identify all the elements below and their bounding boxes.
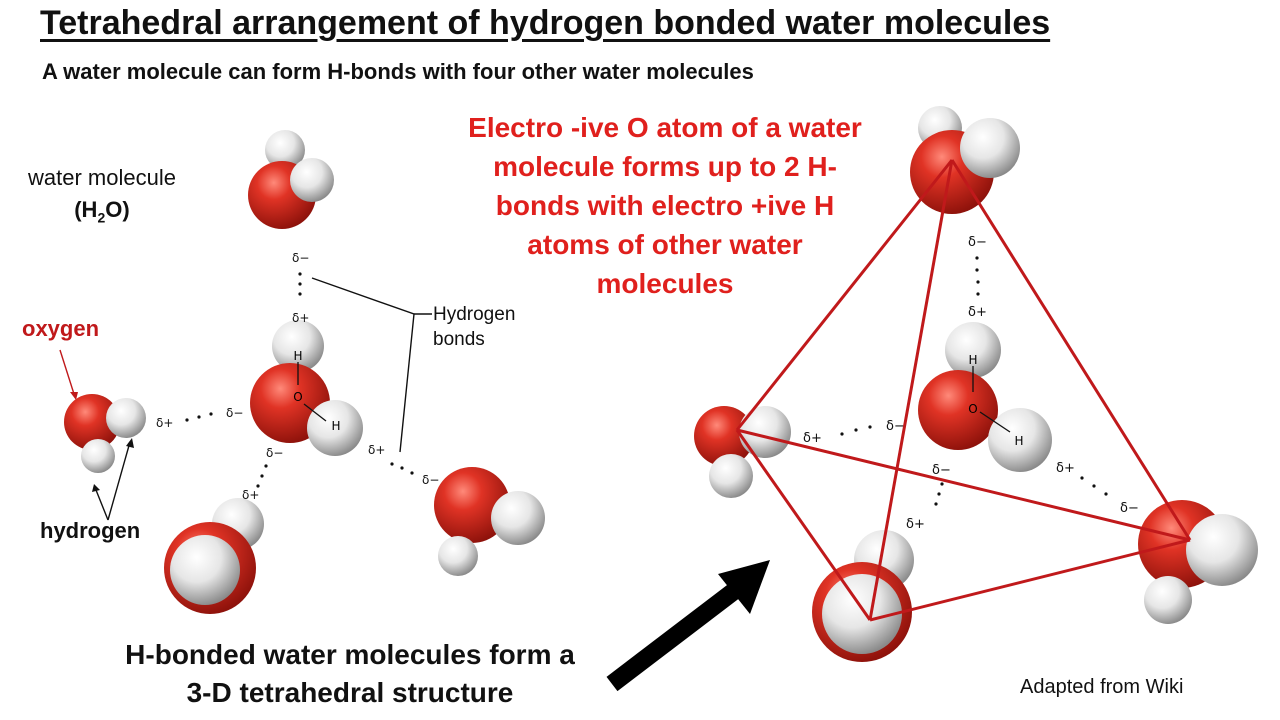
formula-pre: (H [74,197,98,222]
delta-minus: δ− [1120,501,1139,516]
water-molecule-left-right [694,406,791,498]
covalent-bond [303,403,327,422]
hydrogen-atom [491,491,545,545]
delta-plus: δ+ [292,311,309,325]
page-subtitle: A water molecule can form H-bonds with f… [42,59,754,84]
tetrahedron-edge [735,429,872,621]
hydrogen-atom [709,454,753,498]
hydrogen-atom [438,536,478,576]
tetrahedral-annotation: H-bonded water molecules form a 3-D tetr… [60,636,640,712]
hydrogen-pointer [107,441,131,521]
tetrahedron-edge [868,159,954,621]
tetrahedron [735,159,1192,622]
big-arrow-head [718,560,770,614]
tetrahedron-edge [869,538,1191,622]
oxygen-atom [918,370,998,450]
hydrogen-label: hydrogen [40,518,141,543]
tetrahedron-edge [735,159,954,431]
oxygen-label: oxygen [22,316,100,341]
hydrogen-bond-dots [185,272,414,488]
hydrogen-atom [265,130,305,170]
hydrogen-atom [1186,514,1258,586]
hydrogen-bond-dots-right [840,256,1108,506]
delta-plus: δ+ [368,443,385,457]
hydrogen-atom [81,439,115,473]
water-formula: (H2O) [28,194,176,233]
credit-text: Adapted from Wiki [1020,676,1184,698]
page-title: Tetrahedral arrangement of hydrogen bond… [40,4,1051,42]
hydrogen-atom [739,406,791,458]
hb-label-line1: Hydrogen [433,304,516,325]
hydrogen-atom [960,118,1020,178]
delta-minus: δ− [422,473,439,487]
hydrogen-arrowhead [92,484,100,492]
hydrogen-pointer [95,489,109,521]
delta-plus: δ+ [242,488,259,502]
tetrahedron-edge [950,159,1192,541]
water-molecule-right-right [1138,500,1258,624]
atom-h-label: H [1014,434,1023,448]
formula-post: O) [105,197,130,222]
delta-minus: δ− [968,235,987,250]
hydrogen-bonds-label: Hydrogen bonds [433,302,515,352]
hydrogen-atom [290,158,334,202]
atom-o-label: O [968,402,977,416]
delta-plus: δ+ [156,416,173,430]
water-molecule-bottom-right [812,530,914,662]
delta-plus: δ+ [803,431,822,446]
atom-h-label: H [968,353,977,367]
hydrogen-atom [272,320,324,372]
hydrogen-arrowhead [126,438,134,448]
water-molecule-center-left [250,320,363,456]
oxygen-atom [434,467,510,543]
water-molecule-text: water molecule [28,165,176,190]
hydrogen-atom [170,535,240,605]
tetrahedral-annotation-line1: H-bonded water molecules form a [125,639,575,670]
water-molecule-top-right [910,106,1020,214]
oxygen-atom [694,406,754,466]
big-arrow-shaft [606,580,744,692]
water-molecule-left [64,394,146,473]
hydrogen-atom [307,400,363,456]
water-molecule-right-left [434,467,545,576]
delta-plus: δ+ [906,517,925,532]
hydrogen-atom [945,322,1001,378]
hydrogen-atom [822,574,902,654]
hydrogen-atom [1144,576,1192,624]
oxygen-annotation: Electro -ive O atom of a water molecule … [468,112,862,299]
hydrogen-atom [106,398,146,438]
atom-h-label: H [331,419,340,433]
delta-minus: δ− [886,419,905,434]
oxygen-pointer [59,349,75,395]
oxygen-arrowhead [70,392,78,400]
water-molecule-center-right [918,322,1052,472]
water-molecule-top-left [248,130,334,229]
delta-minus: δ− [226,406,243,420]
tetrahedral-annotation-line2: 3-D tetrahedral structure [186,677,514,708]
hb-label-line2: bonds [433,329,485,350]
oxygen-atom [64,394,120,450]
delta-plus: δ+ [1056,461,1075,476]
atom-o-label: O [293,390,302,404]
covalent-bond [979,411,1011,433]
delta-minus: δ− [292,251,309,265]
partial-charges-right: δ− δ+ δ+ δ− δ− δ+ δ+ δ− [803,235,1139,532]
delta-minus: δ− [266,446,283,460]
tetrahedron-edge [736,428,1191,542]
partial-charges-left: δ− δ+ δ+ δ− δ− δ+ δ+ δ− [156,251,439,502]
delta-minus: δ− [932,463,951,478]
atom-h-label: H [293,349,302,363]
water-molecule-bottom-left [164,498,264,614]
water-molecule-label: water molecule (H2O) [28,162,176,233]
delta-plus: δ+ [968,305,987,320]
formula-sub: 2 [97,209,106,226]
hydrogen-atom [988,408,1052,472]
